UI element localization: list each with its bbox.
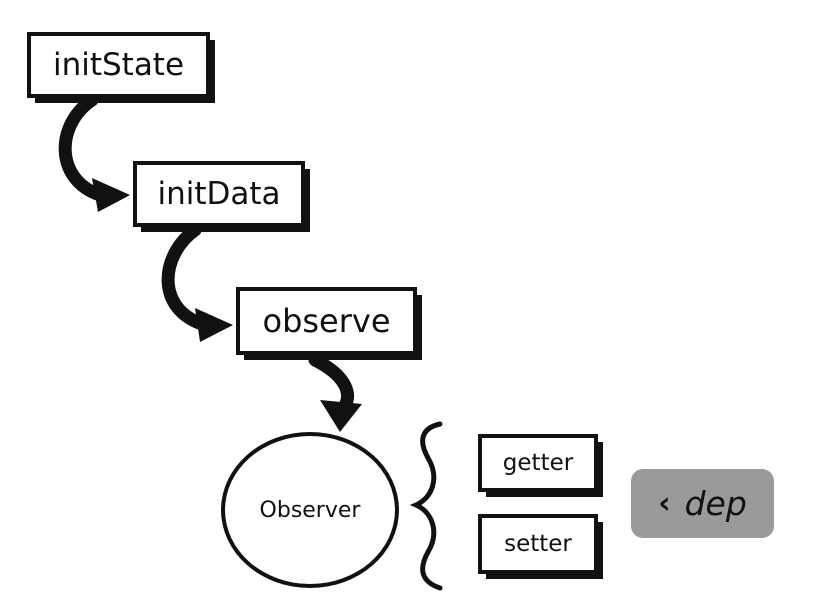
initdata-label: initData bbox=[157, 176, 281, 212]
initdata-box: initData bbox=[133, 161, 310, 232]
arrow-initstate-to-initdata bbox=[58, 93, 107, 202]
arrowhead-observer bbox=[320, 400, 362, 432]
getter-box: getter bbox=[478, 434, 603, 497]
initstate-box: initState bbox=[27, 32, 215, 103]
observe-box: observe bbox=[236, 287, 422, 360]
arrowhead-initdata bbox=[92, 178, 130, 212]
dep-label: dep bbox=[684, 484, 747, 523]
initstate-label: initState bbox=[52, 47, 185, 83]
observer-label: Observer bbox=[259, 497, 361, 523]
setter-box: setter bbox=[478, 514, 603, 579]
observe-label: observe bbox=[262, 302, 391, 340]
getter-label: getter bbox=[502, 450, 574, 476]
arrow-observe-to-observer bbox=[308, 353, 354, 417]
dep-badge: ‹ dep bbox=[631, 469, 774, 538]
chevron-left-icon: ‹ bbox=[658, 486, 671, 521]
curly-brace bbox=[409, 421, 443, 591]
observer-node: Observer bbox=[221, 432, 399, 588]
setter-label: setter bbox=[504, 531, 572, 557]
arrowhead-observe bbox=[195, 308, 233, 342]
arrow-initdata-to-observe bbox=[161, 223, 212, 332]
